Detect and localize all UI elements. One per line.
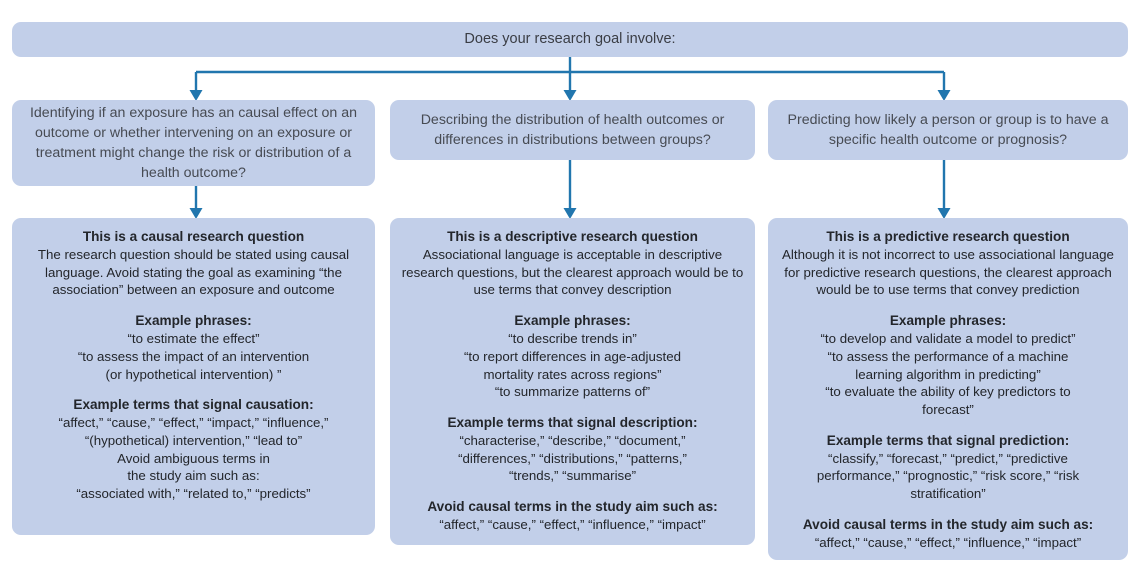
- question-text-predictive: Predicting how likely a person or group …: [787, 111, 1109, 148]
- answer-box-descriptive: This is a descriptive research question …: [390, 218, 755, 545]
- avoid-heading-predictive: Avoid causal terms in the study aim such…: [802, 516, 1094, 532]
- phrase-line: performance,” “prognostic,” “risk score,…: [816, 468, 1080, 484]
- spacer: [396, 401, 749, 414]
- phrase-line: Avoid ambiguous terms in: [117, 450, 270, 466]
- terms-heading-predictive: Example terms that signal prediction:: [826, 432, 1070, 448]
- phrase-line: “affect,” “cause,” “effect,” “impact,” “…: [58, 415, 329, 431]
- spacer: [396, 299, 749, 312]
- answer-body-descriptive: Associational language is acceptable in …: [401, 247, 744, 298]
- question-box-descriptive: Describing the distribution of health ou…: [390, 100, 755, 160]
- avoid-terms-predictive: “affect,” “cause,” “effect,” “influence,…: [814, 534, 1082, 550]
- phrase-line: stratification”: [910, 485, 986, 501]
- phrase-line: “associated with,” “related to,” “predic…: [76, 485, 311, 501]
- answer-heading-causal: This is a causal research question: [82, 229, 305, 244]
- terms-list-causal: “affect,” “cause,” “effect,” “impact,” “…: [18, 414, 369, 502]
- terms-list-descriptive: “characterise,” “describe,” “document,” “…: [396, 432, 749, 485]
- phrase-line: “to describe trends in”: [508, 331, 637, 347]
- avoid-heading-descriptive: Avoid causal terms in the study aim such…: [427, 498, 718, 514]
- phrase-line: “to develop and validate a model to pred…: [820, 331, 1076, 347]
- phrase-line: “to assess the impact of an intervention: [77, 348, 310, 364]
- answer-heading-predictive: This is a predictive research question: [826, 229, 1070, 244]
- spacer: [774, 299, 1122, 312]
- phrase-line: “to evaluate the ability of key predicto…: [825, 384, 1071, 400]
- phrase-line: “to summarize patterns of”: [494, 384, 651, 400]
- spacer: [18, 383, 369, 396]
- phrases-list-descriptive: “to describe trends in”“to report differ…: [396, 330, 749, 401]
- phrases-list-predictive: “to develop and validate a model to pred…: [774, 330, 1122, 418]
- answer-box-predictive: This is a predictive research question A…: [768, 218, 1128, 560]
- spacer: [774, 503, 1122, 516]
- spacer: [396, 485, 749, 498]
- phrase-line: “to estimate the effect”: [127, 331, 260, 347]
- phrase-line: the study aim such as:: [127, 468, 260, 484]
- phrase-line: “differences,” “distributions,” “pattern…: [458, 450, 687, 466]
- phrase-line: “to report differences in age-adjusted: [463, 348, 682, 364]
- header-question-text: Does your research goal involve:: [464, 31, 676, 48]
- phrase-line: learning algorithm in predicting”: [855, 366, 1041, 382]
- question-text-descriptive: Describing the distribution of health ou…: [420, 111, 725, 148]
- phrase-line: mortality rates across regions”: [483, 366, 662, 382]
- question-text-causal: Identifying if an exposure has an causal…: [29, 104, 358, 182]
- phrases-heading-descriptive: Example phrases:: [514, 313, 631, 329]
- header-question-box: Does your research goal involve:: [12, 22, 1128, 57]
- terms-heading-descriptive: Example terms that signal description:: [447, 414, 698, 430]
- answer-box-causal: This is a causal research question The r…: [12, 218, 375, 535]
- phrase-line: “to assess the performance of a machine: [827, 348, 1069, 364]
- terms-heading-causal: Example terms that signal causation:: [73, 397, 314, 413]
- answer-body-causal: The research question should be stated u…: [37, 247, 350, 298]
- spacer: [18, 299, 369, 312]
- spacer: [774, 419, 1122, 432]
- phrases-heading-predictive: Example phrases:: [889, 313, 1007, 329]
- question-box-predictive: Predicting how likely a person or group …: [768, 100, 1128, 160]
- answer-body-predictive: Although it is not incorrect to use asso…: [782, 247, 1114, 298]
- phrase-line: (or hypothetical intervention) ”: [105, 366, 282, 382]
- question-box-causal: Identifying if an exposure has an causal…: [12, 100, 375, 186]
- phrases-list-causal: “to estimate the effect”“to assess the i…: [18, 330, 369, 383]
- phrases-heading-causal: Example phrases:: [135, 313, 252, 329]
- phrase-line: “characterise,” “describe,” “document,”: [459, 432, 686, 448]
- terms-list-predictive: “classify,” “forecast,” “predict,” “pred…: [774, 450, 1122, 503]
- phrase-line: “trends,” “summarise”: [508, 468, 637, 484]
- phrase-line: “(hypothetical) intervention,” “lead to”: [84, 432, 303, 448]
- avoid-terms-descriptive: “affect,” “cause,” “effect,” “influence,…: [439, 517, 706, 533]
- answer-heading-descriptive: This is a descriptive research question: [447, 229, 698, 244]
- phrase-line: forecast”: [922, 401, 974, 417]
- phrase-line: “classify,” “forecast,” “predict,” “pred…: [828, 450, 1068, 466]
